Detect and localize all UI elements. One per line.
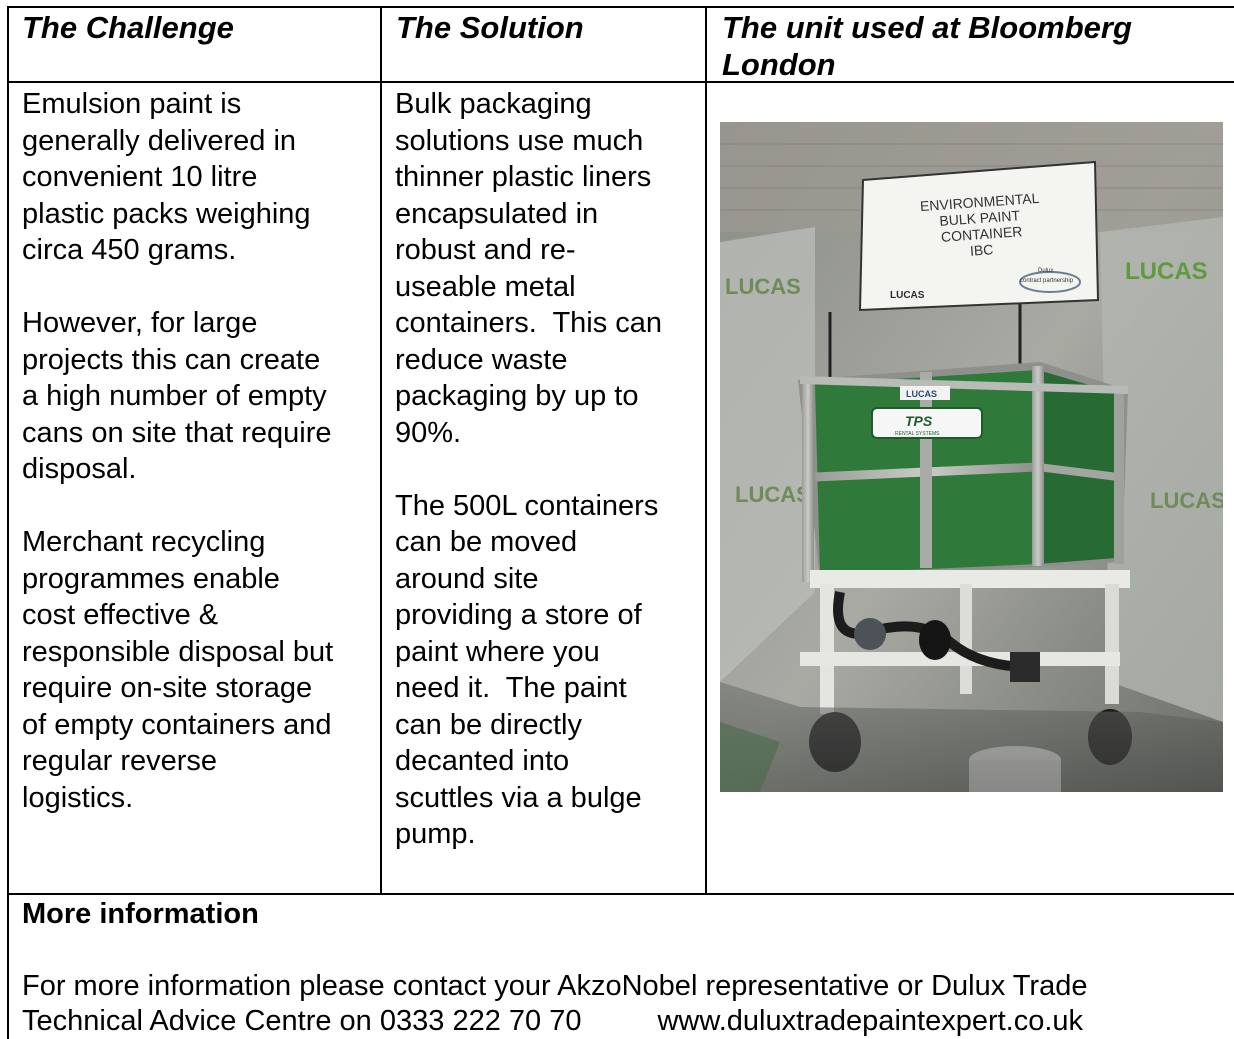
text-line: encapsulated in <box>395 197 599 230</box>
header-unit-line2: London <box>722 47 836 82</box>
text-line: require on-site storage <box>22 672 313 704</box>
text-line: robust and re- <box>395 234 576 266</box>
solution-paragraph: The 500L containers can be moved around … <box>395 488 662 853</box>
text-line: The 500L containers <box>395 489 659 522</box>
column-divider-2 <box>705 6 707 894</box>
container-tps: TPS <box>905 413 933 429</box>
contact-text: Technical Advice Centre on 0333 222 70 7… <box>22 1005 582 1037</box>
text-line: circa 450 grams. <box>22 234 237 266</box>
sign-line: CONTAINER <box>940 223 1022 245</box>
text-line: scuttles via a bulge <box>395 781 642 814</box>
header-solution: The Solution <box>396 10 584 45</box>
table-top-border <box>7 6 1234 8</box>
sign-dulux: Dulux <box>1038 268 1053 274</box>
wall-logo-text: LUCAS <box>1150 488 1223 513</box>
text-line: useable metal <box>395 270 576 303</box>
text-line: responsible disposal but <box>22 635 334 668</box>
challenge-text: Emulsion paint is generally delivered in… <box>22 86 333 816</box>
header-unit: The unit used at Bloomberg London <box>722 9 1132 83</box>
text-line: convenient 10 litre <box>22 161 258 193</box>
website-link[interactable]: www.duluxtradepaintexpert.co.uk <box>657 1005 1084 1037</box>
wall-logo-text: LUCAS <box>725 274 801 299</box>
text-line: cost effective & <box>22 599 219 631</box>
text-line: cans on site that require <box>22 416 332 449</box>
challenge-paragraph: However, for large projects this can cre… <box>22 305 333 488</box>
more-info-line: Technical Advice Centre on 0333 222 70 7… <box>22 1004 1234 1039</box>
sign-line: IBC <box>969 241 993 259</box>
text-line: However, for large <box>22 307 258 339</box>
container-lucas: LUCAS <box>906 389 937 399</box>
text-line: providing a store of <box>395 599 642 631</box>
text-line: Emulsion paint is <box>22 88 242 120</box>
table-left-border <box>7 6 9 1039</box>
text-line: Bulk packaging <box>395 88 592 120</box>
text-line: Merchant recycling <box>22 526 266 558</box>
ibc-unit-photo: LUCAS LUCAS LUCAS LUCAS ENVIRONMENTAL BU… <box>720 122 1223 792</box>
section-divider <box>7 893 1234 895</box>
text-line: decanted into <box>395 745 570 777</box>
text-line: containers. This can <box>395 307 663 339</box>
text-line: logistics. <box>22 781 134 814</box>
more-info-body: For more information please contact your… <box>22 969 1234 1039</box>
text-line: 90%. <box>395 416 462 449</box>
header-challenge: The Challenge <box>22 10 234 45</box>
challenge-paragraph: Merchant recycling programmes enable cos… <box>22 524 333 816</box>
wall-logo-text: LUCAS <box>1125 258 1208 285</box>
sign-partnership: contract partnership <box>1020 278 1074 284</box>
text-line: disposal. <box>22 453 137 485</box>
text-line: reduce waste <box>395 343 568 376</box>
text-line: of empty containers and <box>22 708 332 741</box>
text-line: regular reverse <box>22 745 218 777</box>
text-line: packaging by up to <box>395 380 639 412</box>
text-line: programmes enable <box>22 562 280 595</box>
solution-text: Bulk packaging solutions use much thinne… <box>395 86 662 853</box>
text-line: need it. The paint <box>395 672 627 704</box>
text-line: a high number of empty <box>22 380 327 412</box>
text-line: projects this can create <box>22 343 321 376</box>
text-line: paint where you <box>395 635 600 668</box>
more-info-title: More information <box>22 898 259 930</box>
text-line: thinner plastic liners <box>395 161 652 193</box>
wall-logo-text: LUCAS <box>735 482 811 507</box>
solution-paragraph: Bulk packaging solutions use much thinne… <box>395 86 662 451</box>
challenge-paragraph: Emulsion paint is generally delivered in… <box>22 86 333 269</box>
header-divider <box>7 81 1234 83</box>
text-line: pump. <box>395 818 476 850</box>
text-line: can be directly <box>395 708 582 741</box>
column-divider-1 <box>380 6 382 894</box>
text-line: plastic packs weighing <box>22 197 311 230</box>
container-rental: RENTAL SYSTEMS <box>895 431 940 437</box>
text-line: around site <box>395 562 539 595</box>
text-line: generally delivered in <box>22 124 297 157</box>
header-unit-line1: The unit used at Bloomberg <box>722 10 1132 45</box>
text-line: can be moved <box>395 526 578 558</box>
text-line: solutions use much <box>395 124 644 157</box>
more-info-line: For more information please contact your… <box>22 970 1088 1002</box>
sign-lucas: LUCAS <box>890 290 925 301</box>
sign-line: BULK PAINT <box>939 207 1021 229</box>
